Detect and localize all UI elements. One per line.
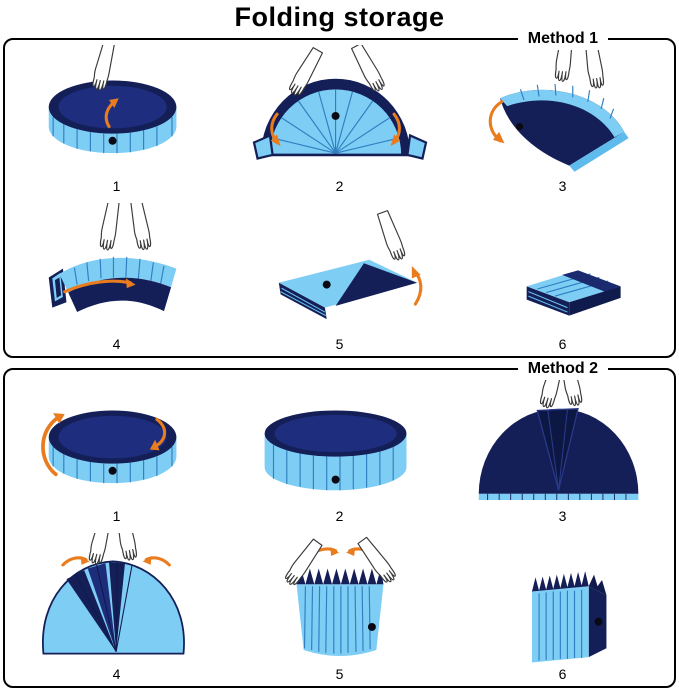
step-cell-m1-4: 4 bbox=[5, 198, 228, 356]
orange-arrow-icon bbox=[60, 556, 171, 567]
half-folded-illustration bbox=[488, 45, 629, 172]
page-title: Folding storage bbox=[234, 2, 445, 32]
drain-dot bbox=[108, 136, 117, 145]
pleat-lines bbox=[303, 586, 371, 654]
drain-dot bbox=[331, 111, 340, 120]
step-cell-m2-3: 3 bbox=[451, 370, 674, 528]
step-cell-m1-3: 3 bbox=[451, 40, 674, 198]
orange-arrow-icon bbox=[411, 265, 422, 306]
hand-icon bbox=[539, 375, 564, 409]
step-cell-m1-6: 6 bbox=[451, 198, 674, 356]
step-number: 3 bbox=[558, 178, 567, 194]
drain-dot bbox=[367, 622, 376, 631]
step-cell-m2-2: 2 bbox=[228, 370, 451, 528]
method-2-steps-grid: 1 2 bbox=[5, 370, 674, 686]
step-number: 6 bbox=[558, 666, 567, 682]
drain-dot bbox=[322, 280, 331, 289]
hand-icon bbox=[88, 533, 112, 565]
step-number: 5 bbox=[335, 666, 344, 682]
drain-dot bbox=[108, 466, 117, 475]
step-number: 1 bbox=[112, 178, 121, 194]
step-cell-m1-5: 5 bbox=[228, 198, 451, 356]
pulled-wall-segment bbox=[535, 408, 579, 491]
upright-bundle-illustration bbox=[531, 571, 606, 663]
pool-graphic bbox=[48, 410, 176, 484]
orange-arrow-icon bbox=[269, 112, 401, 147]
rolling-fold-illustration bbox=[48, 203, 176, 313]
wall-panel-lines bbox=[52, 116, 173, 154]
method-1-panel: Method 1 bbox=[3, 28, 676, 358]
orange-arrow-icon bbox=[62, 278, 136, 294]
method-1-label: Method 1 bbox=[517, 28, 608, 50]
hand-icon bbox=[559, 375, 582, 407]
push-walls-pool-illustration bbox=[40, 410, 176, 484]
pool-cylinder-illustration bbox=[264, 410, 406, 491]
step-cell-m1-2: 2 bbox=[228, 40, 451, 198]
wall-panel-lines bbox=[272, 445, 394, 491]
hand-icon bbox=[284, 538, 323, 586]
hand-icon bbox=[376, 210, 405, 261]
step-number: 6 bbox=[558, 336, 567, 352]
pool-graphic bbox=[48, 80, 176, 154]
step-number: 4 bbox=[112, 336, 121, 352]
step-cell-m2-1: 1 bbox=[5, 370, 228, 528]
step-number: 5 bbox=[335, 336, 344, 352]
drain-dot bbox=[515, 123, 523, 131]
flat-wedge-illustration bbox=[278, 210, 422, 320]
step-number: 1 bbox=[112, 508, 121, 524]
drain-dot bbox=[331, 475, 340, 484]
hand-icon bbox=[350, 45, 385, 92]
hand-icon bbox=[584, 45, 604, 89]
fan-fold-illustration bbox=[41, 533, 185, 655]
hand-icon bbox=[554, 45, 573, 82]
radial-panel-lines bbox=[271, 89, 399, 154]
edge-panel-ticks bbox=[519, 83, 614, 119]
pull-segment-illustration bbox=[478, 375, 638, 501]
open-pool-illustration bbox=[48, 45, 176, 154]
accordion-gather-illustration bbox=[284, 536, 396, 657]
compact-bundle-illustration bbox=[526, 270, 621, 316]
hand-icon bbox=[99, 203, 120, 251]
orange-arrow-icon bbox=[488, 100, 504, 144]
orange-arrow-icon bbox=[40, 413, 166, 477]
method-2-panel: Method 2 bbox=[3, 358, 676, 688]
step-number: 4 bbox=[112, 666, 121, 682]
left-wall-tab bbox=[252, 133, 274, 160]
drain-dot bbox=[593, 617, 602, 626]
pleat-lines bbox=[73, 257, 165, 285]
hand-icon bbox=[288, 46, 323, 96]
rim-ticks bbox=[486, 493, 626, 501]
step-cell-m2-6: 6 bbox=[451, 528, 674, 686]
method-1-steps-grid: 1 bbox=[5, 40, 674, 356]
step-cell-m1-1: 1 bbox=[5, 40, 228, 198]
hand-icon bbox=[115, 533, 137, 561]
right-wall-tab bbox=[405, 133, 427, 160]
hand-icon bbox=[91, 45, 115, 91]
method-2-label: Method 2 bbox=[517, 358, 608, 380]
step-cell-m2-4: 4 bbox=[5, 528, 228, 686]
folded-dome-illustration bbox=[252, 45, 427, 160]
step-number: 2 bbox=[335, 508, 344, 524]
step-cell-m2-5: 5 bbox=[228, 528, 451, 686]
pleat-spikes bbox=[296, 568, 383, 585]
pleat-spikes bbox=[531, 571, 589, 592]
step-number: 3 bbox=[558, 508, 567, 524]
hand-icon bbox=[356, 536, 396, 583]
hand-icon bbox=[129, 203, 151, 251]
pleat-lines bbox=[537, 589, 582, 661]
orange-arrow-icon bbox=[104, 98, 119, 129]
step-number: 2 bbox=[335, 178, 344, 194]
wall-panel-lines bbox=[52, 446, 173, 484]
